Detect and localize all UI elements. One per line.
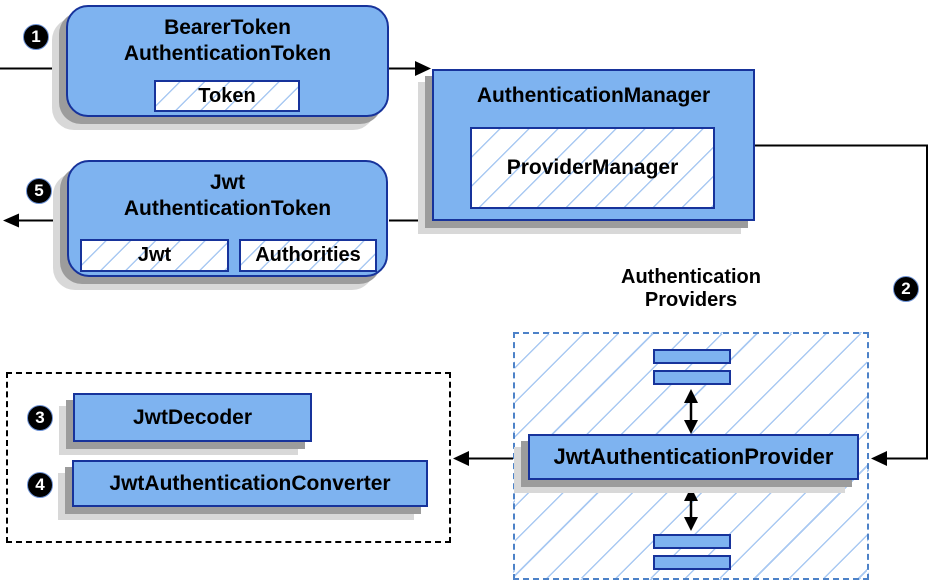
authorities-chip: Authorities bbox=[239, 239, 377, 272]
bearer-token-authentication-token-node: BearerToken AuthenticationToken Token bbox=[66, 5, 389, 117]
provider-manager-chip: ProviderManager bbox=[470, 127, 715, 209]
step-number: 4 bbox=[35, 475, 45, 494]
jwt-authentication-provider-node: JwtAuthenticationProvider bbox=[528, 434, 859, 480]
jwt-helpers-container bbox=[6, 372, 451, 543]
arrow-provider-to-helpers bbox=[453, 451, 513, 466]
node-title-line: AuthenticationToken bbox=[123, 42, 332, 65]
token-chip: Token bbox=[154, 80, 300, 112]
node-title: JwtAuthenticationConverter bbox=[109, 471, 391, 495]
node-title-line: BearerToken bbox=[164, 16, 291, 39]
chip-label: ProviderManager bbox=[506, 156, 679, 179]
provider-placeholder-bar bbox=[653, 555, 731, 570]
group-label-line: Providers bbox=[644, 289, 738, 311]
node-title-line: AuthenticationToken bbox=[123, 197, 332, 220]
arrow-outgoing-result bbox=[3, 213, 67, 228]
step-number: 2 bbox=[901, 279, 911, 298]
authentication-providers-label: Authentication Providers bbox=[513, 266, 869, 312]
step-marker-2: 2 bbox=[893, 276, 919, 302]
step-marker-1: 1 bbox=[23, 24, 49, 50]
node-title: AuthenticationManager bbox=[476, 84, 711, 107]
jwt-decoder-node: JwtDecoder bbox=[73, 393, 312, 442]
jwt-authentication-token-node: Jwt AuthenticationToken Jwt Authorities bbox=[67, 160, 388, 277]
arrow-bearer-to-manager bbox=[389, 61, 431, 76]
node-title: JwtAuthenticationProvider bbox=[553, 444, 834, 469]
step-number: 5 bbox=[34, 181, 44, 200]
provider-placeholder-bar bbox=[653, 349, 731, 364]
step-number: 3 bbox=[35, 408, 45, 427]
chip-label: Authorities bbox=[255, 244, 361, 266]
provider-placeholder-bar bbox=[653, 534, 731, 549]
step-marker-4: 4 bbox=[27, 472, 53, 498]
step-number: 1 bbox=[31, 27, 41, 46]
authentication-manager-node: AuthenticationManager ProviderManager bbox=[432, 69, 755, 221]
chip-label: Jwt bbox=[137, 244, 172, 266]
jwt-chip: Jwt bbox=[80, 239, 229, 272]
step-marker-3: 3 bbox=[27, 405, 53, 431]
chip-label: Token bbox=[198, 84, 256, 107]
node-title: JwtDecoder bbox=[132, 405, 253, 429]
node-title-line: Jwt bbox=[209, 171, 245, 194]
group-label-line: Authentication bbox=[621, 266, 761, 288]
provider-placeholder-bar bbox=[653, 370, 731, 385]
step-marker-5: 5 bbox=[26, 178, 52, 204]
jwt-authentication-converter-node: JwtAuthenticationConverter bbox=[72, 460, 428, 507]
